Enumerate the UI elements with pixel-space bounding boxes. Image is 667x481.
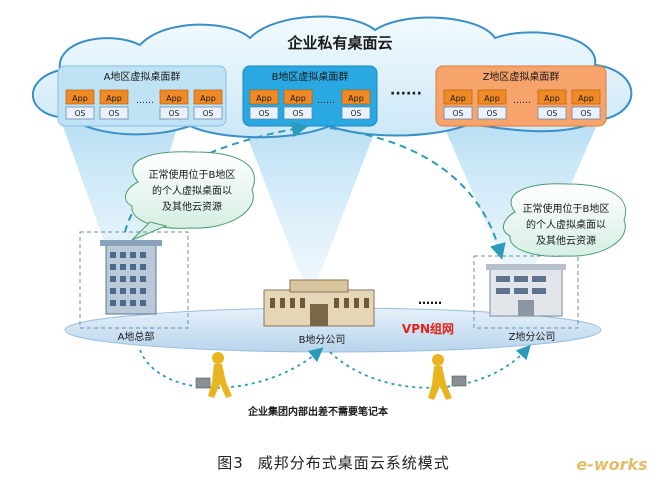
app-label: App <box>290 94 306 103</box>
sites-dots: …… <box>418 293 442 307</box>
travel-note: 企业集团内部出差不需要笔记本 <box>247 405 389 418</box>
vm-a-4: App OS <box>193 89 223 120</box>
desktop-group-z: Z地区虚拟桌面群 App OS App OS …… App OS <box>435 65 607 127</box>
vm-z-1: App OS <box>443 89 473 120</box>
figure-number: 图3 <box>217 454 244 472</box>
group-a-label: A地区虚拟桌面群 <box>104 70 181 83</box>
vm-b-3: App OS <box>341 89 371 120</box>
os-label: OS <box>547 109 558 118</box>
os-label: OS <box>75 109 86 118</box>
projection-cone-b <box>240 118 380 300</box>
hq-label: A地总部 <box>118 330 155 343</box>
eworks-logo: e-works <box>576 455 647 474</box>
right-speech-bubble: 正常使用位于B地区 的个人虚拟桌面以 及其他云资源 <box>502 183 627 257</box>
branch-b-label: B地分公司 <box>299 333 346 346</box>
os-label: OS <box>351 109 362 118</box>
group-b-label: B地区虚拟桌面群 <box>272 70 349 83</box>
os-label: OS <box>453 109 464 118</box>
travel-arc-right <box>329 344 531 389</box>
vm-a-2: App OS <box>99 89 129 120</box>
vpn-label: VPN组网 <box>402 321 454 336</box>
group-z-label: Z地区虚拟桌面群 <box>483 70 560 83</box>
branch-z-label: Z地分公司 <box>509 330 556 343</box>
left-bubble-line-3: 及其他云资源 <box>162 200 222 213</box>
b-to-z-arrow <box>329 127 506 260</box>
vm-dots-b: …… <box>317 96 335 106</box>
traveler-left-icon <box>195 352 232 398</box>
os-label: OS <box>203 109 214 118</box>
cloud-title: 企业私有桌面云 <box>286 34 392 52</box>
left-bubble-line-2: 的个人虚拟桌面以 <box>152 184 232 197</box>
app-label: App <box>484 94 500 103</box>
app-label: App <box>348 94 364 103</box>
traveler-right-icon <box>428 354 467 400</box>
desktop-group-b: B地区虚拟桌面群 App OS App OS …… App OS <box>242 65 378 127</box>
vm-a-1: App OS <box>65 89 95 120</box>
figure-title: 威邦分布式桌面云系统模式 <box>257 454 450 472</box>
vm-a-3: App OS <box>159 89 189 120</box>
os-label: OS <box>293 109 304 118</box>
right-bubble-line-1: 正常使用位于B地区 <box>523 202 610 215</box>
app-label: App <box>256 94 272 103</box>
app-label: App <box>450 94 466 103</box>
vm-dots-z: …… <box>513 96 531 106</box>
app-label: App <box>166 94 182 103</box>
os-label: OS <box>487 109 498 118</box>
travel-arc-left <box>139 347 324 389</box>
left-bubble-line-1: 正常使用位于B地区 <box>149 168 236 181</box>
os-label: OS <box>169 109 180 118</box>
left-speech-bubble: 正常使用位于B地区 的个人虚拟桌面以 及其他云资源 <box>124 151 255 241</box>
right-bubble-line-2: 的个人虚拟桌面以 <box>526 218 606 231</box>
app-label: App <box>200 94 216 103</box>
os-label: OS <box>259 109 270 118</box>
app-label: App <box>544 94 560 103</box>
vm-dots-a: …… <box>136 96 154 106</box>
vm-z-4: App OS <box>571 89 601 120</box>
hq-building-icon <box>79 231 189 329</box>
app-label: App <box>72 94 88 103</box>
group-dots: ······ <box>390 86 422 102</box>
desktop-group-a: A地区虚拟桌面群 App OS App OS …… App OS <box>57 65 227 127</box>
vm-b-1: App OS <box>249 89 279 120</box>
vm-z-2: App OS <box>477 89 507 120</box>
branch-b-building-icon <box>263 279 375 327</box>
branch-z-building-icon <box>473 255 579 329</box>
app-label: App <box>106 94 122 103</box>
os-label: OS <box>581 109 592 118</box>
figure-caption: 图3 威邦分布式桌面云系统模式 <box>0 452 667 473</box>
vm-z-3: App OS <box>537 89 567 120</box>
app-label: App <box>578 94 594 103</box>
right-bubble-line-3: 及其他云资源 <box>536 234 596 247</box>
os-label: OS <box>109 109 120 118</box>
vm-b-2: App OS <box>283 89 313 120</box>
